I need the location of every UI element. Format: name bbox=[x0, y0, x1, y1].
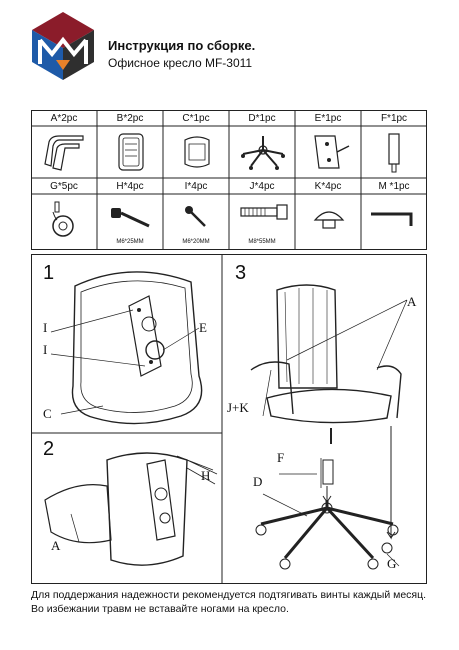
part-size-i: M6*20MM bbox=[182, 239, 210, 245]
star-base-icon bbox=[241, 136, 285, 170]
parts-grid bbox=[31, 110, 427, 250]
step-2-illustration bbox=[44, 452, 218, 566]
step-3-label-a: A bbox=[407, 294, 417, 309]
cap-icon bbox=[313, 211, 345, 229]
step-2-number: 2 bbox=[43, 438, 55, 460]
part-label-e: E*1pc bbox=[314, 113, 342, 124]
short-screw-icon bbox=[185, 206, 206, 227]
part-label-k: K*4pc bbox=[314, 181, 342, 192]
part-label-i: I*4pc bbox=[184, 181, 208, 192]
part-label-m: M *1pc bbox=[378, 181, 410, 192]
step-2-label-h: H bbox=[201, 468, 211, 483]
part-label-c: C*1pc bbox=[182, 113, 210, 124]
part-label-a: A*2pc bbox=[50, 113, 78, 124]
part-label-d: D*1pc bbox=[248, 113, 276, 124]
step-3-label-j-k: J+K bbox=[227, 400, 249, 415]
step-3-illustration bbox=[250, 284, 408, 570]
product-subtitle: Офисное кресло MF-3011 bbox=[108, 56, 253, 70]
seat-cover-icon bbox=[184, 136, 210, 168]
step-1-label-i-top: I bbox=[43, 320, 48, 335]
part-label-b: B*2pc bbox=[116, 113, 144, 124]
bolt-icon bbox=[240, 204, 288, 220]
armrest-icon bbox=[44, 135, 84, 171]
step-1-label-e: E bbox=[199, 320, 207, 335]
step-3-label-f: F bbox=[277, 450, 285, 465]
maintenance-note: Для поддержания надежности рекомендуется… bbox=[31, 589, 427, 601]
gas-lift-icon bbox=[388, 133, 400, 173]
assembly-steps: 1 I I E C 2 H A 3 bbox=[31, 254, 427, 584]
steps-frame bbox=[31, 254, 427, 584]
safety-warning: Во избежании травм не вставайте ногами н… bbox=[31, 602, 289, 615]
hex-key-icon bbox=[371, 212, 413, 226]
step-2-label-a: A bbox=[51, 538, 61, 553]
step-1-label-c: C bbox=[43, 406, 52, 421]
caster-icon bbox=[52, 201, 74, 237]
part-size-h: M6*25MM bbox=[116, 239, 144, 245]
page-title: Инструкция по сборке. bbox=[108, 38, 256, 53]
part-label-g: G*5pc bbox=[50, 181, 78, 192]
safety-notes: Для поддержания надежности рекомендуется… bbox=[31, 589, 431, 616]
brand-logo-icon bbox=[32, 12, 94, 80]
step-1-illustration bbox=[50, 271, 203, 425]
long-screw-icon bbox=[111, 208, 150, 228]
tilt-mechanism-icon bbox=[314, 135, 350, 169]
part-label-h: H*4pc bbox=[116, 181, 144, 192]
parts-table: A*2pc B*2pc C*1pc D*1pc E*1pc F*1pc G*5p… bbox=[31, 110, 427, 250]
step-3-label-g: G bbox=[387, 556, 397, 571]
step-3-number: 3 bbox=[235, 262, 247, 284]
part-label-j: J*4pc bbox=[249, 181, 275, 192]
step-3-label-d: D bbox=[253, 474, 263, 489]
back-cover-icon bbox=[118, 133, 144, 171]
part-size-j: M8*55MM bbox=[248, 239, 276, 245]
step-1-number: 1 bbox=[43, 262, 55, 284]
step-1-label-i-bottom: I bbox=[43, 342, 48, 357]
part-label-f: F*1pc bbox=[380, 113, 408, 124]
